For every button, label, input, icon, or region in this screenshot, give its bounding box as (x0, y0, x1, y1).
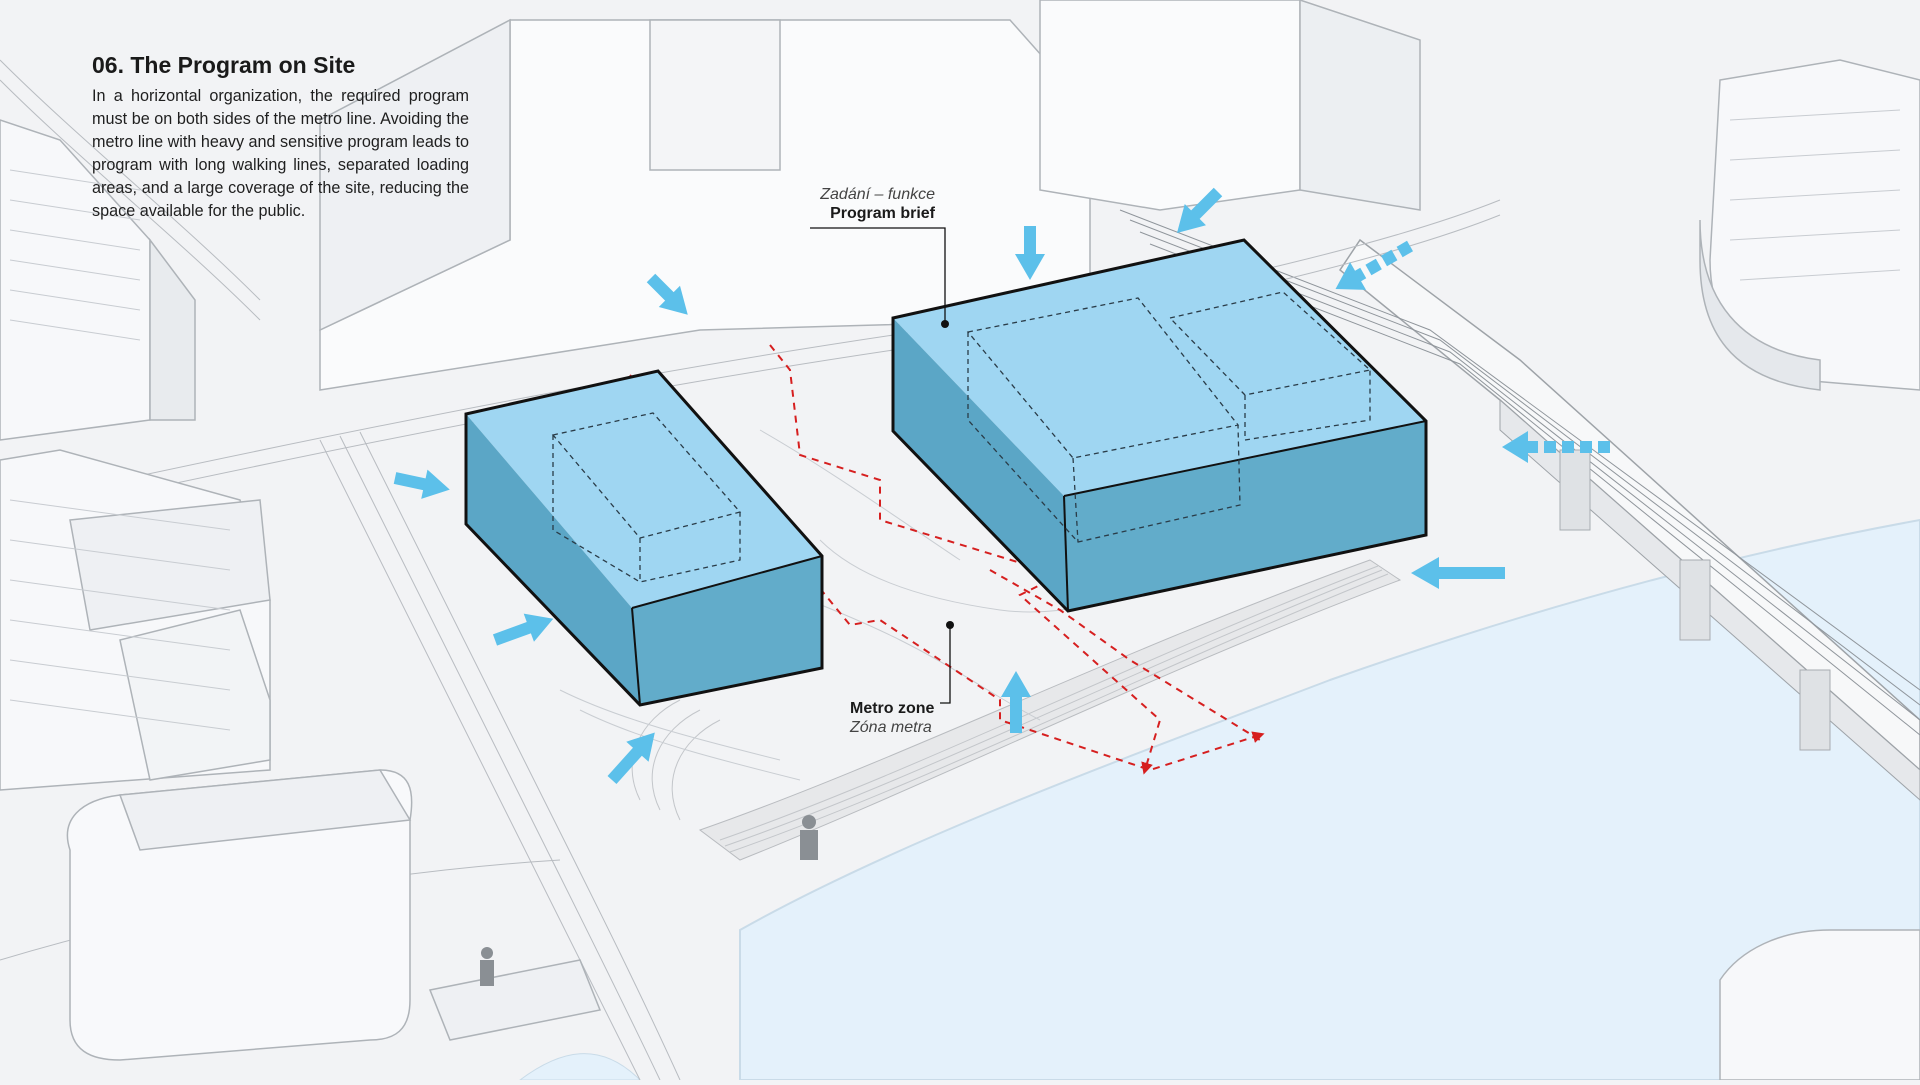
river-lower-left (518, 1053, 642, 1081)
arrow-icon (607, 732, 655, 785)
arrow-icon (1176, 187, 1223, 234)
arrow-icon (1502, 431, 1610, 463)
arrow-icon (646, 273, 688, 315)
facade-windows (9, 109, 1901, 731)
access-arrows (393, 187, 1610, 785)
section-title: 06. The Program on Site (92, 52, 356, 78)
metro-leader-dot (946, 621, 954, 629)
callout-leaders (810, 227, 951, 704)
program-brief-label-en: Program brief (830, 205, 935, 222)
embankment-lines (631, 565, 1389, 853)
arrow-icon (492, 613, 554, 646)
metro-zone-label-en: Metro zone (850, 700, 935, 717)
section-description: In a horizontal organization, the requir… (92, 87, 469, 220)
arrow-icon (1411, 557, 1505, 589)
arrow-icon (1015, 226, 1045, 280)
arrow-icon (393, 469, 450, 499)
program-volume-right (891, 238, 1428, 613)
program-volume-left (464, 369, 824, 707)
statue-icon (480, 815, 818, 986)
arrow-icon (1001, 671, 1031, 733)
river (739, 518, 1920, 1081)
metro-zone-callout: Metro zone Zóna metra (850, 699, 934, 737)
program-brief-callout: Zadání – funkce Program brief (760, 185, 935, 223)
metro-route (629, 344, 1265, 775)
arrow-icon (1335, 240, 1413, 290)
program-brief-label-cz: Zadání – funkce (820, 186, 935, 203)
program-leader-dot (941, 320, 949, 328)
metro-zone-label-cz: Zóna metra (850, 719, 932, 736)
railway-bridge (1119, 209, 1920, 801)
